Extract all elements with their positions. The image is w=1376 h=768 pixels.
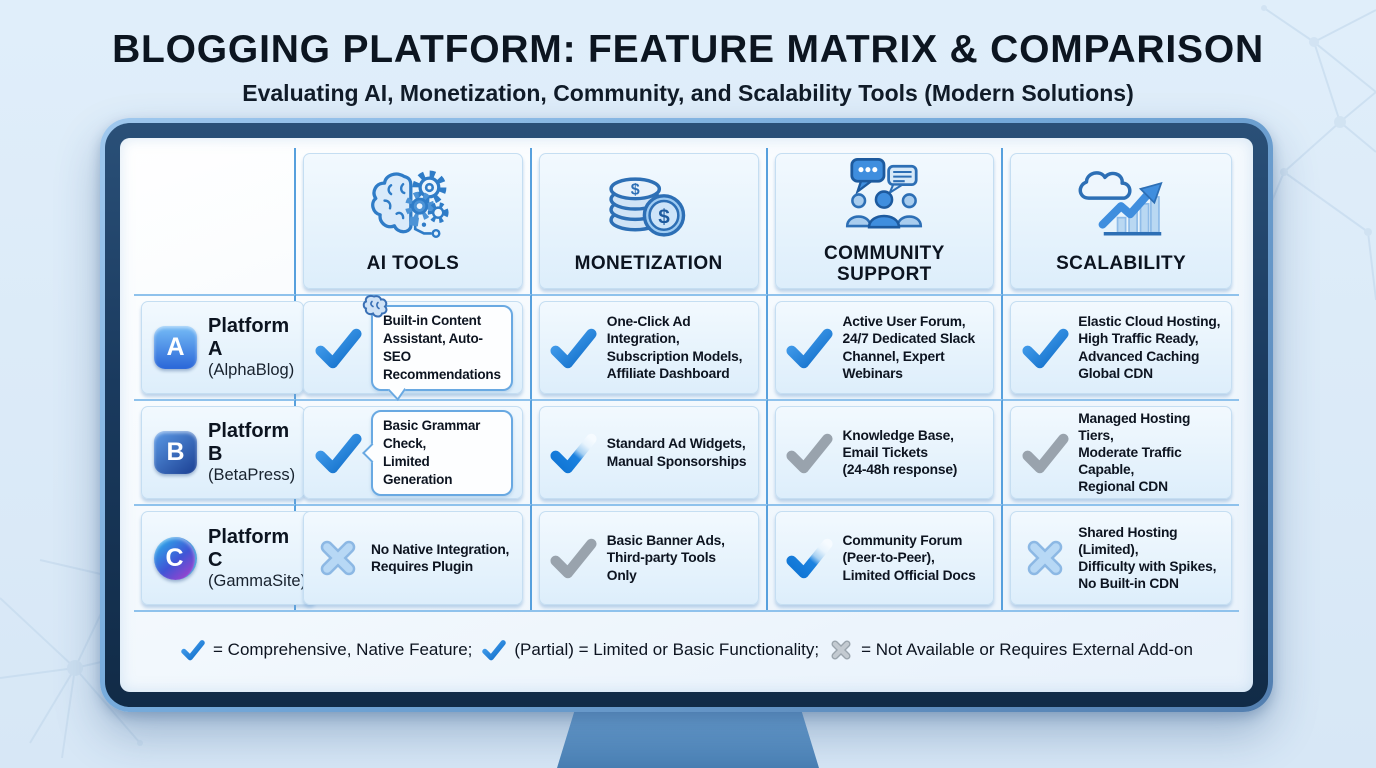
blue-check-icon [481,639,507,661]
cell-text: Elastic Cloud Hosting, High Traffic Read… [1078,314,1221,381]
blue-check-icon [180,639,206,661]
check-icon [549,327,599,369]
cell-text: One-Click Ad Integration, Subscription M… [606,314,743,381]
legend-item-text: = Not Available or Requires External Add… [861,640,1193,659]
legend: = Comprehensive, Native Feature; (Partia… [180,639,1193,661]
column-header-monetization: $ $ MONETIZATION [532,148,768,294]
legend-row: = Comprehensive, Native Feature; (Partia… [134,610,1239,688]
platform-b-badge: B [154,431,197,474]
cell-b-ai-tools: Basic Grammar Check, Limited Generation [296,399,532,504]
cell-c-community: Community Forum (Peer-to-Peer), Limited … [767,504,1004,610]
svg-text:$: $ [630,181,639,199]
platform-a-badge: A [154,326,197,369]
x-icon [1020,538,1070,578]
cell-a-ai-tools: Built-in Content Assistant, Auto-SEO Rec… [296,294,532,399]
cell-b-monetization: Standard Ad Widgets, Manual Sponsorships [531,399,768,504]
platform-name: Platform C [208,525,290,571]
gray-x-icon [828,639,854,661]
check-icon [1020,327,1070,369]
check-icon [313,327,363,369]
cell-text: Managed Hosting Tiers, Moderate Traffic … [1078,410,1191,495]
cell-b-community: Knowledge Base, Email Tickets (24-48h re… [767,399,1004,504]
monitor-frame: AI TOOLS $ [100,118,1273,712]
platform-cell-c: C Platform C (GammaSite) [134,504,317,610]
header-block: BLOGGING PLATFORM: FEATURE MATRIX & COMP… [0,28,1376,107]
platform-name: Platform A [208,315,290,360]
cloud-growth-arrow-icon [1075,167,1167,248]
mini-brain-icon [361,293,391,325]
cell-a-monetization: One-Click Ad Integration, Subscription M… [531,294,768,399]
cell-text: Active User Forum, 24/7 Dedicated Slack … [842,314,976,381]
page-title: BLOGGING PLATFORM: FEATURE MATRIX & COMP… [112,28,1264,71]
cell-a-scalability: Elastic Cloud Hosting, High Traffic Read… [1003,294,1239,399]
gray-check-icon [785,432,835,474]
cell-c-monetization: Basic Banner Ads, Third-party Tools Only [531,504,768,610]
legend-item: = Not Available or Requires External Add… [828,639,1193,661]
header-cell-empty [134,148,296,294]
chat-bubbles-people-icon [838,157,930,238]
speech-bubble: Built-in Content Assistant, Auto-SEO Rec… [362,294,513,391]
column-header-label: MONETIZATION [574,253,723,275]
platform-alias: (AlphaBlog) [208,361,295,379]
cell-b-scalability: Managed Hosting Tiers, Moderate Traffic … [1003,399,1239,504]
cell-c-scalability: Shared Hosting (Limited), Difficulty wit… [1003,504,1239,610]
legend-item-text: (Partial) = Limited or Basic Functionali… [514,640,820,659]
platform-c-badge: C [154,536,197,580]
check-icon [785,327,835,369]
column-header-community-support: COMMUNITY SUPPORT [768,148,1004,294]
platform-name: Platform B [208,420,290,465]
legend-item: (Partial) = Limited or Basic Functionali… [481,639,819,661]
page-subtitle: Evaluating AI, Monetization, Community, … [242,80,1134,106]
cell-text: Basic Banner Ads, Third-party Tools Only [606,533,725,583]
cell-c-ai-tools: No Native Integration, Requires Plugin [296,504,532,610]
cell-text: No Native Integration, Requires Plugin [371,541,510,574]
monitor-bezel: AI TOOLS $ [105,123,1268,707]
platform-alias: (GammaSite) [208,571,307,590]
feature-matrix-table: AI TOOLS $ [134,148,1239,688]
cell-text: Basic Grammar Check, Limited Generation [383,417,481,487]
platform-alias: (BetaPress) [208,466,296,484]
x-icon [313,538,363,578]
cell-text: Community Forum (Peer-to-Peer), Limited … [842,533,976,583]
column-header-ai-tools: AI TOOLS [296,148,532,294]
column-header-label: SCALABILITY [1056,253,1187,275]
platform-cell-a: A Platform A (AlphaBlog) [134,294,305,399]
speech-bubble: Basic Grammar Check, Limited Generation [371,409,513,496]
column-header-scalability: SCALABILITY [1003,148,1239,294]
coin-stack-dollar-icon: $ $ [603,167,695,248]
cell-text: Standard Ad Widgets, Manual Sponsorships [606,436,747,469]
gray-check-icon [549,537,599,579]
gray-check-icon [1020,432,1070,474]
check-icon [313,432,363,474]
legend-item-text: = Comprehensive, Native Feature; [213,640,473,659]
column-header-label: AI TOOLS [366,253,460,275]
brain-gears-icon [367,167,459,248]
platform-cell-b: B Platform B (BetaPress) [134,399,306,504]
legend-item: = Comprehensive, Native Feature; [180,639,472,661]
partial-check-icon [549,432,599,474]
svg-text:$: $ [658,206,670,229]
cell-a-community: Active User Forum, 24/7 Dedicated Slack … [767,294,1004,399]
monitor-screen: AI TOOLS $ [120,138,1253,692]
monitor-stand [557,708,819,768]
partial-check-icon [785,537,835,579]
column-header-label: COMMUNITY SUPPORT [824,242,945,285]
cell-text: Built-in Content Assistant, Auto-SEO Rec… [383,312,501,382]
cell-text: Knowledge Base, Email Tickets (24-48h re… [842,427,958,478]
cell-text: Shared Hosting (Limited), Difficulty wit… [1078,524,1217,592]
